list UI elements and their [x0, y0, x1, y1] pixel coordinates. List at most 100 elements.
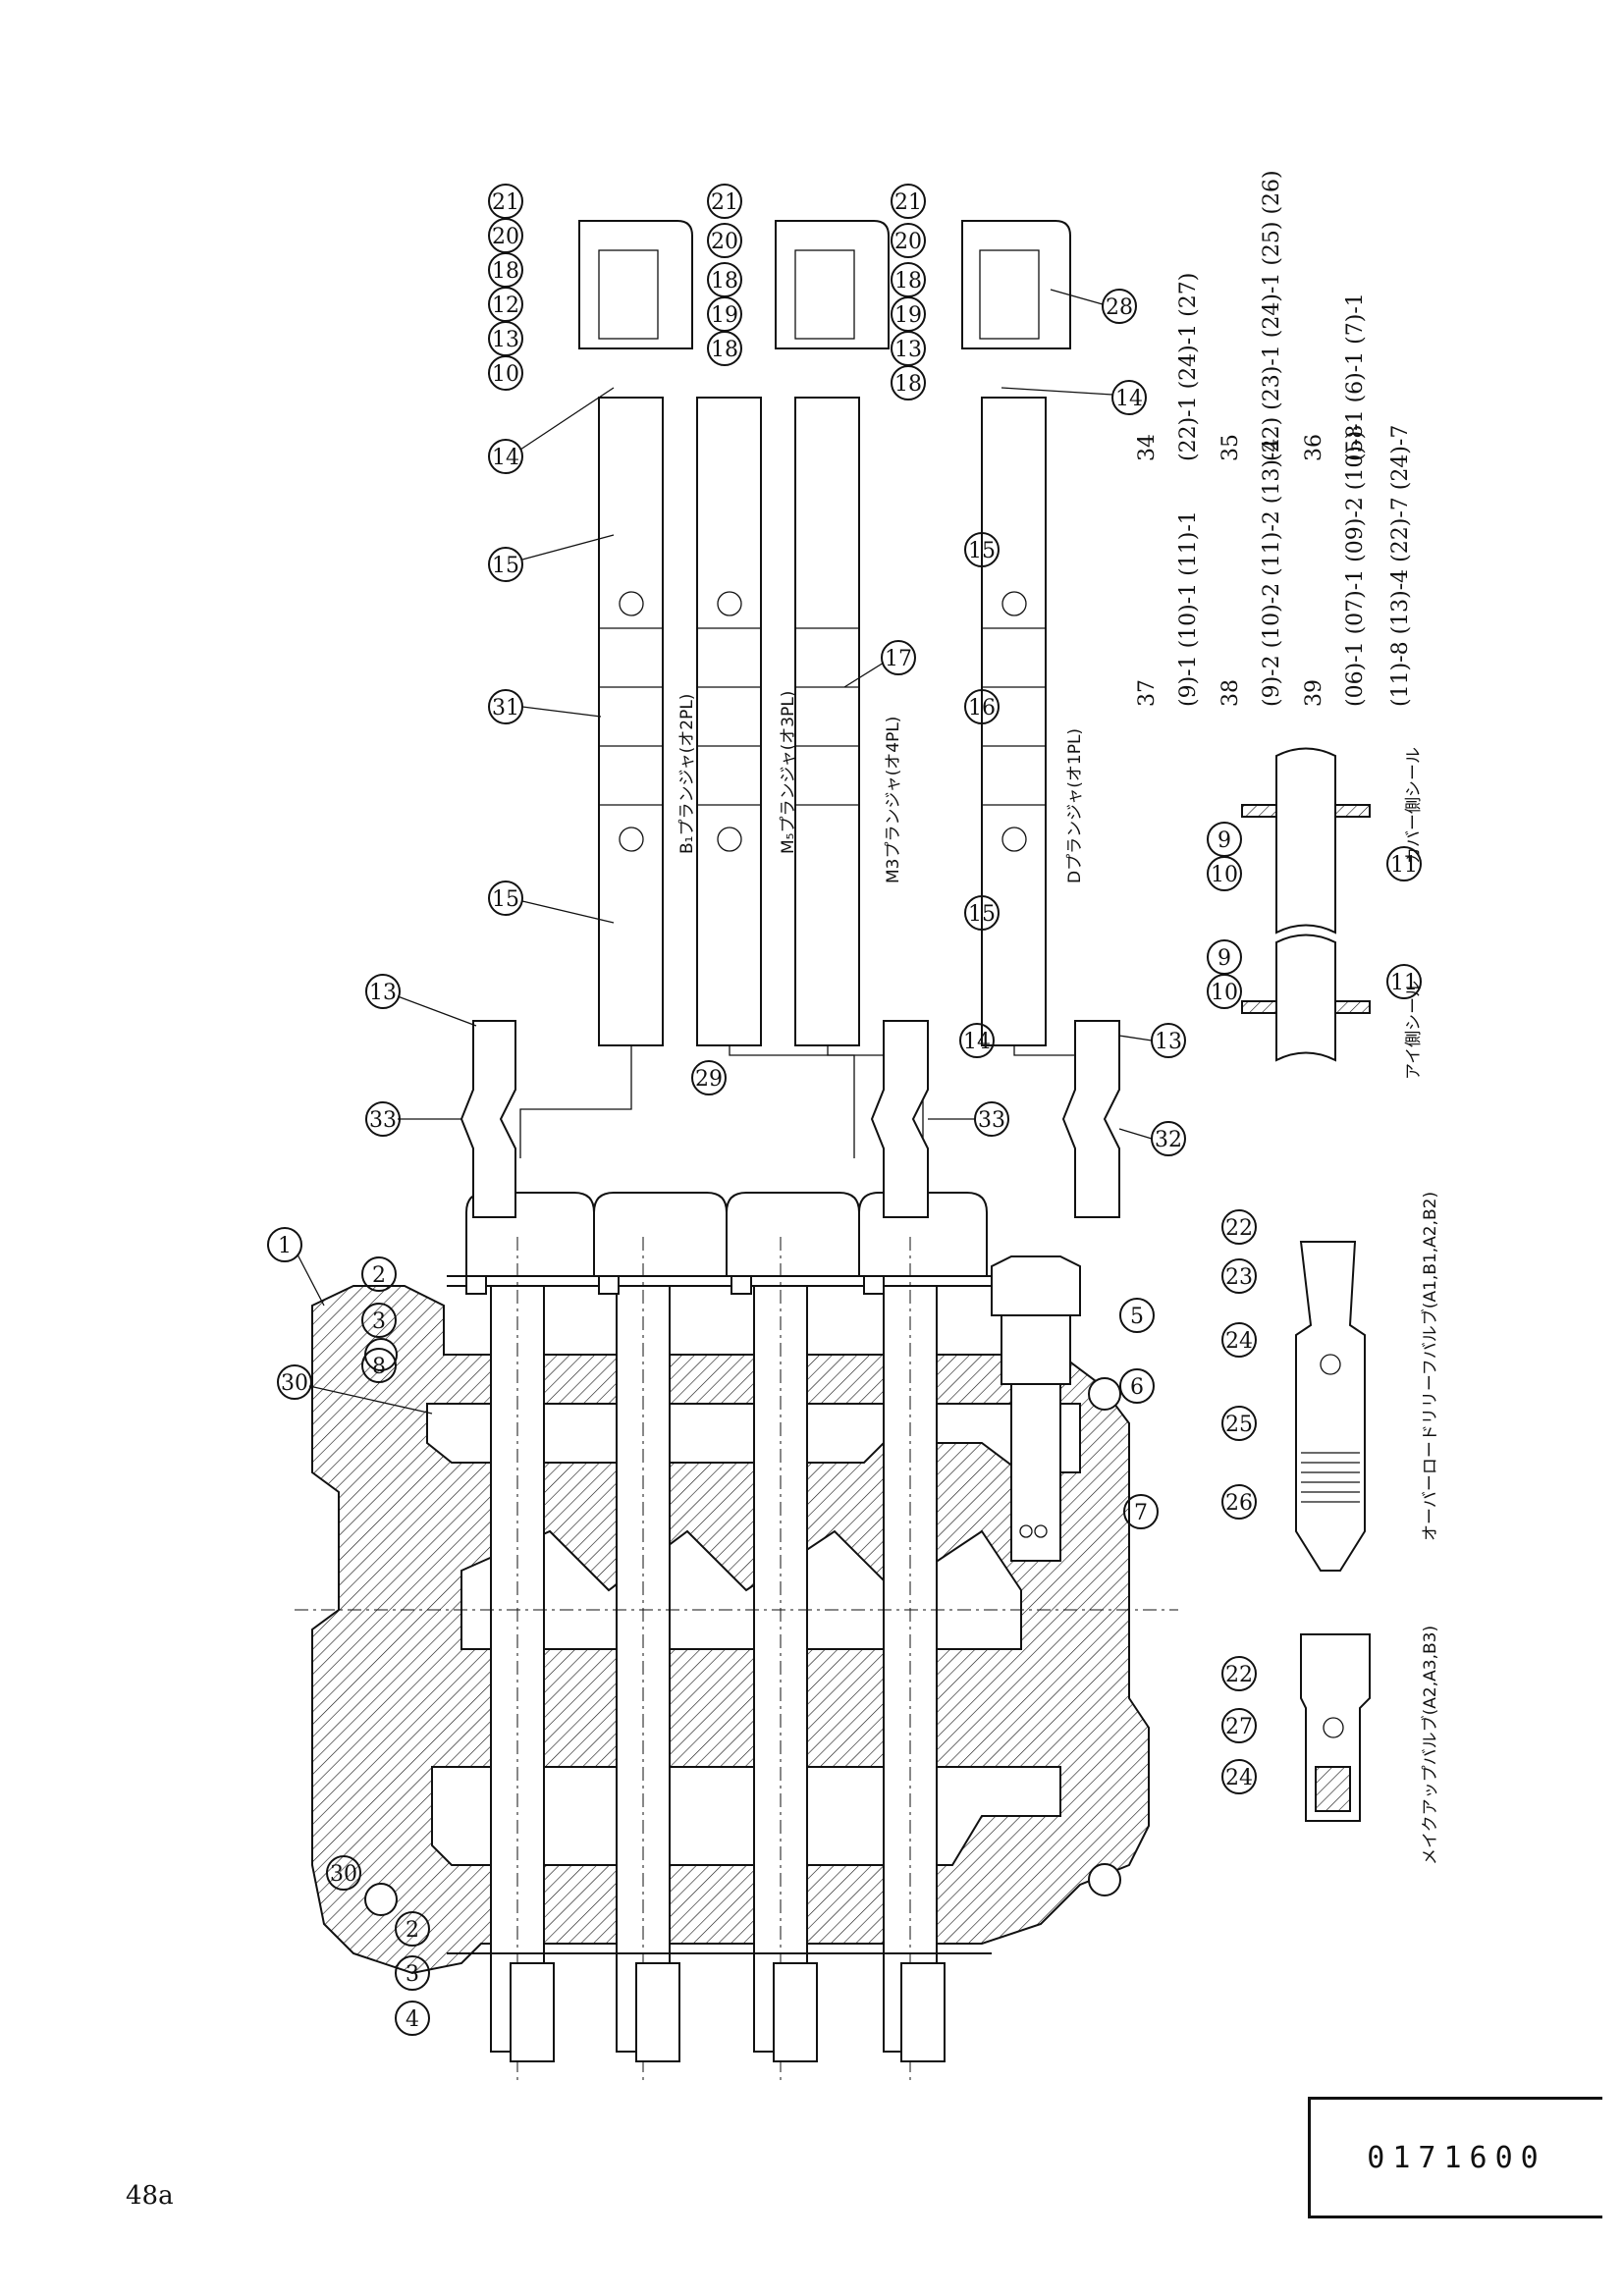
svg-text:20: 20 — [711, 230, 738, 254]
svg-text:5: 5 — [1130, 1305, 1144, 1329]
callout-4: 4 — [395, 2001, 430, 2036]
svg-text:15: 15 — [968, 539, 996, 563]
svg-text:13: 13 — [492, 328, 519, 352]
seal-details — [1241, 747, 1371, 1062]
mount-hole — [364, 1883, 398, 1916]
svg-text:10: 10 — [1211, 863, 1238, 887]
svg-text:20: 20 — [492, 225, 519, 249]
callout-11: 11 — [1386, 964, 1422, 999]
svg-text:1: 1 — [278, 1234, 292, 1258]
kit-36: 36 (5)-1 (6)-1 (7)-1 — [1302, 293, 1368, 461]
plunger-check-balls — [619, 591, 1027, 852]
cover-side-seal-caption: カバー側シール — [1404, 747, 1424, 864]
callout-33: 33 — [365, 1101, 461, 1137]
svg-text:39: 39 — [1302, 679, 1326, 707]
svg-text:9: 9 — [1217, 828, 1231, 853]
callout-10: 10 — [1207, 856, 1242, 891]
d-plunger — [981, 397, 1047, 1046]
callout-9: 9 — [1207, 939, 1242, 975]
svg-text:18: 18 — [711, 338, 738, 362]
kit-39: 39 (06)-1 (07)-1 (09)-2 (10)-8 (11)-8 (1… — [1302, 425, 1413, 707]
kit-lists: 34 (22)-1 (24)-1 (27) 35 (22) (23)-1 (24… — [1135, 170, 1413, 707]
kit-39b-items: (11)-8 (13)-4 (22)-7 (24)-7 — [1388, 425, 1413, 707]
callout-18: 18 — [707, 262, 742, 297]
svg-text:30: 30 — [281, 1371, 308, 1396]
kit-37: 37 (9)-1 (10)-1 (11)-1 — [1135, 510, 1201, 707]
kit-39a-items: (06)-1 (07)-1 (09)-2 (10)-8 — [1343, 425, 1368, 707]
makeup-valve-caption: メイクアップバルブ(A2,A3,B3) — [1420, 1626, 1440, 1865]
callout-21: 21 — [707, 184, 742, 219]
svg-text:38: 38 — [1218, 679, 1243, 707]
callout-6: 6 — [1119, 1368, 1155, 1404]
svg-text:35: 35 — [1218, 434, 1243, 461]
drawing-code-box: 0171600 — [1308, 2097, 1602, 2218]
svg-text:14: 14 — [492, 446, 519, 470]
svg-text:18: 18 — [711, 269, 738, 294]
callout-31: 31 — [488, 689, 602, 724]
callout-16: 16 — [964, 689, 1000, 724]
svg-text:36: 36 — [1302, 434, 1326, 461]
svg-text:23: 23 — [1225, 1265, 1253, 1290]
callout-21: 21 — [891, 184, 926, 219]
svg-text:3: 3 — [372, 1309, 386, 1334]
svg-text:13: 13 — [894, 338, 922, 362]
spool-eyes — [460, 1020, 1120, 1218]
svg-text:26: 26 — [1225, 1491, 1253, 1516]
svg-text:8: 8 — [372, 1355, 386, 1379]
svg-text:19: 19 — [894, 303, 922, 328]
callout-12: 12 — [488, 287, 523, 322]
m3-plunger — [794, 397, 860, 1046]
callout-19: 19 — [891, 296, 926, 332]
svg-text:27: 27 — [1225, 1715, 1253, 1739]
m5-plunger — [696, 397, 762, 1046]
callout-11: 11 — [1386, 846, 1422, 881]
callout-27: 27 — [1221, 1708, 1257, 1743]
spool-rod-ends — [447, 1952, 992, 2062]
svg-text:15: 15 — [492, 554, 519, 578]
callout-22: 22 — [1221, 1209, 1257, 1245]
callout-18: 18 — [891, 365, 926, 400]
svg-text:16: 16 — [968, 696, 996, 721]
svg-text:20: 20 — [894, 230, 922, 254]
m5-plunger-caption: M₅プランジャ(オ3PL) — [779, 691, 798, 854]
svg-text:10: 10 — [492, 362, 519, 387]
svg-text:18: 18 — [894, 372, 922, 397]
svg-text:15: 15 — [968, 902, 996, 927]
svg-text:3: 3 — [406, 1962, 419, 1987]
callout-30: 30 — [326, 1855, 361, 1891]
svg-text:22: 22 — [1225, 1216, 1253, 1241]
relief-valve-in-body — [991, 1255, 1081, 1562]
kit-34: 34 (22)-1 (24)-1 (27) — [1135, 273, 1201, 461]
callout-20: 20 — [707, 223, 742, 258]
makeup-valve-detail — [1300, 1633, 1371, 1822]
kit-34-items: (22)-1 (24)-1 (27) — [1176, 273, 1201, 461]
callout-25: 25 — [1221, 1406, 1257, 1441]
svg-text:19: 19 — [711, 303, 738, 328]
callout-26: 26 — [1221, 1484, 1257, 1520]
svg-text:21: 21 — [711, 190, 738, 215]
callout-7: 7 — [1123, 1494, 1159, 1529]
svg-text:25: 25 — [1225, 1413, 1253, 1437]
plunger-group — [519, 220, 1081, 1158]
callout-13: 13 — [488, 321, 523, 356]
svg-text:12: 12 — [492, 294, 519, 318]
kit-36-items: (5)-1 (6)-1 (7)-1 — [1343, 293, 1368, 461]
callout-23: 23 — [1221, 1258, 1257, 1294]
callout-8: 8 — [361, 1348, 397, 1383]
svg-text:24: 24 — [1225, 1766, 1253, 1790]
spool-end-caps — [447, 1192, 992, 1295]
a-side-seal-caption: アイ側シール — [1404, 981, 1424, 1080]
mount-hole — [1088, 1863, 1121, 1896]
callout-14: 14 — [1001, 380, 1147, 415]
svg-text:30: 30 — [330, 1862, 357, 1887]
callout-1: 1 — [267, 1227, 325, 1307]
svg-text:7: 7 — [1134, 1501, 1148, 1525]
callout-21: 21 — [488, 184, 523, 219]
svg-text:18: 18 — [492, 259, 519, 284]
callout-13: 13 — [365, 974, 477, 1027]
svg-text:22: 22 — [1225, 1663, 1253, 1687]
kit-38-items: (9)-2 (10)-2 (11)-2 (13)-4 — [1260, 439, 1284, 707]
callout-2: 2 — [395, 1911, 430, 1947]
callout-3: 3 — [361, 1303, 397, 1338]
svg-text:21: 21 — [894, 190, 922, 215]
